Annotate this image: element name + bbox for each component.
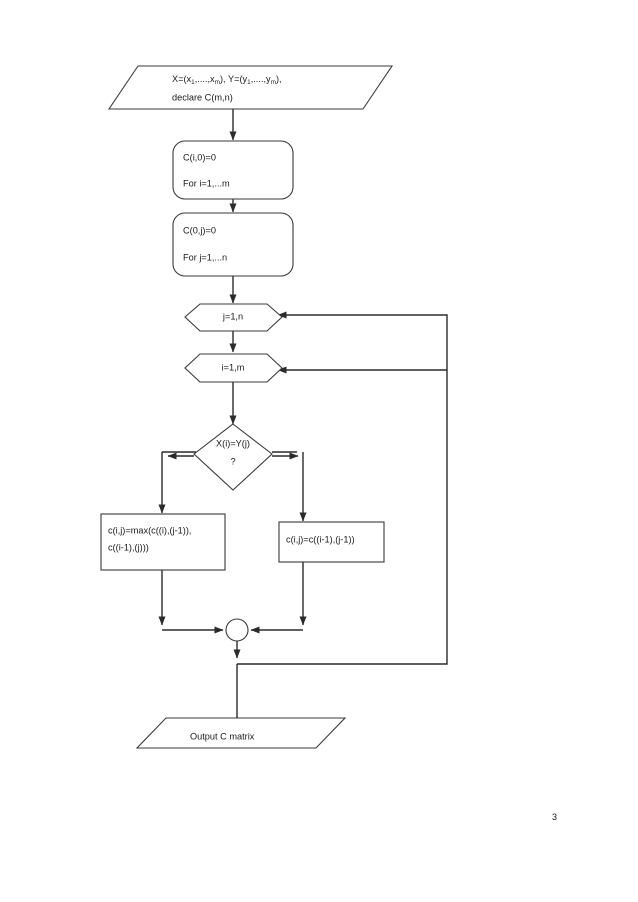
init-cols-line-2: For j=1,...n (183, 252, 227, 262)
node-merge-circle (225, 618, 249, 642)
node-process-right (278, 521, 385, 563)
input-line-1: X=(x1,....,xm), Y=(y1,....,ym), (172, 74, 282, 85)
process-right-line-1: c(i,j)=c((i-1),(j-1)) (286, 534, 355, 544)
edge-feedback-trunk (237, 370, 448, 665)
node-loop-j-hexagon (184, 303, 283, 332)
node-init-cols (172, 212, 294, 277)
init-rows-line-2: For i=1,...m (183, 178, 230, 188)
page-number: 3 (552, 812, 557, 822)
init-rows-line-1: C(i,0)=0 (183, 152, 216, 162)
node-decision-diamond (193, 423, 273, 491)
edge-feedback-to-loop-j (277, 311, 448, 370)
node-process-left (100, 513, 226, 571)
init-cols-line-1: C(0,j)=0 (183, 225, 216, 235)
input-line-2: declare C(m,n) (172, 92, 233, 102)
loop-i-label: i=1,m (222, 362, 245, 372)
decision-line-2: ? (230, 456, 235, 466)
node-output-parallelogram (135, 717, 347, 749)
node-input-parallelogram (107, 65, 394, 110)
output-label: Output C matrix (190, 731, 255, 741)
node-init-rows (172, 140, 294, 200)
node-loop-i-hexagon (184, 353, 283, 383)
loop-j-label: j=1,n (222, 311, 243, 321)
process-left-line-2: c((i-1),(j))) (108, 542, 149, 552)
decision-line-1: X(i)=Y(j) (216, 438, 250, 448)
process-left-line-1: c(i,j)=max(c((i),(j-1)), (108, 525, 191, 535)
